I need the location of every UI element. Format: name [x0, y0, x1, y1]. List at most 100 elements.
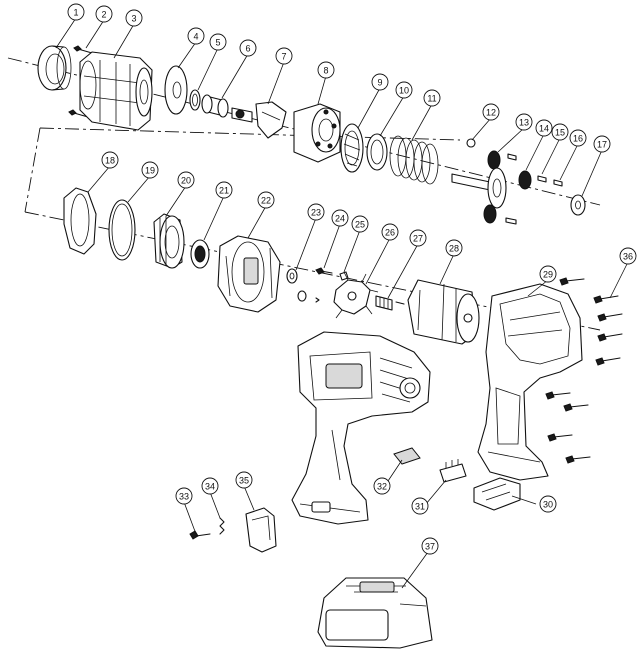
part-7-anvil [231, 101, 287, 139]
callout-number: 18 [105, 156, 115, 166]
callout-9: 9 [371, 73, 389, 91]
callout-circle [177, 171, 195, 189]
callout-number: 4 [193, 32, 198, 42]
callout-number: 25 [355, 220, 365, 230]
part-26-spider-gear [333, 271, 379, 319]
callout-34: 34 [201, 477, 219, 495]
callout-33: 33 [175, 487, 193, 505]
part-3-gear-housing [79, 51, 153, 131]
part-13-planet-gear [483, 150, 501, 224]
callout-number: 16 [573, 134, 583, 144]
callout-24: 24 [331, 209, 349, 227]
callout-16: 16 [569, 129, 587, 147]
part-10-washer [366, 133, 388, 171]
callout-27: 27 [409, 229, 427, 247]
callout-circle [67, 3, 85, 21]
callout-circle [317, 61, 335, 79]
callout-circle [539, 495, 557, 513]
part-6-bushing [201, 94, 229, 118]
callout-number: 5 [215, 38, 220, 48]
callout-7: 7 [275, 47, 293, 65]
callout-number: 11 [427, 94, 436, 104]
callout-2: 2 [95, 5, 113, 23]
part-1-front-cap [37, 45, 72, 91]
callout-circle [201, 477, 219, 495]
part-11-spring [389, 135, 439, 185]
part-19-retaining-ring [108, 199, 136, 261]
callout-19: 19 [141, 161, 159, 179]
callout-6: 6 [239, 39, 257, 57]
callout-22: 22 [257, 191, 275, 209]
callout-circle [175, 487, 193, 505]
callout-number: 37 [425, 542, 435, 552]
callout-number: 24 [335, 214, 345, 224]
part-32-switch-label [393, 447, 421, 465]
callout-circle [373, 477, 391, 495]
callout-circle [421, 537, 439, 555]
callout-36: 36 [619, 247, 637, 265]
callout-circle [411, 497, 429, 515]
callout-30: 30 [539, 495, 557, 513]
callout-circle [445, 239, 463, 257]
part-31-switch-contacts [439, 459, 467, 483]
callout-5: 5 [209, 33, 227, 51]
part-34-spring [219, 517, 225, 535]
callout-number: 32 [377, 482, 387, 492]
part-20-ring-gear [153, 213, 185, 269]
callout-number: 23 [311, 208, 321, 218]
part-29-housing-right [477, 283, 583, 481]
callout-circle [381, 223, 399, 241]
callout-circle [141, 161, 159, 179]
callout-number: 26 [385, 228, 395, 238]
callout-circle [95, 5, 113, 23]
callout-number: 33 [179, 492, 189, 502]
callout-12: 12 [482, 103, 500, 121]
callout-circle [535, 119, 553, 137]
part-27-pinion [375, 295, 393, 311]
part-25-nut [339, 271, 349, 281]
callout-circle [409, 229, 427, 247]
callout-number: 34 [205, 482, 215, 492]
callout-28: 28 [445, 239, 463, 257]
part-9-ball-bearing-ring [340, 123, 364, 173]
callout-number: 1 [73, 8, 78, 18]
callout-circle [482, 103, 500, 121]
callout-21: 21 [215, 181, 233, 199]
part-4-washer [164, 65, 188, 115]
callout-number: 28 [449, 244, 459, 254]
callout-number: 30 [543, 500, 553, 510]
callout-circle [351, 215, 369, 233]
callout-13: 13 [515, 113, 533, 131]
callout-26: 26 [381, 223, 399, 241]
callout-3: 3 [125, 9, 143, 27]
callout-number: 12 [486, 108, 496, 118]
callout-number: 17 [597, 140, 607, 150]
callout-10: 10 [395, 81, 413, 99]
callout-circle [569, 129, 587, 147]
part-22-motor-mount [217, 235, 281, 313]
callout-number: 2 [101, 10, 106, 20]
part-37-battery-pack [317, 577, 433, 649]
callout-number: 14 [539, 124, 549, 134]
callout-circle [619, 247, 637, 265]
callout-circle [215, 181, 233, 199]
callout-circle [515, 113, 533, 131]
callout-8: 8 [317, 61, 335, 79]
callout-circle [235, 471, 253, 489]
part-18-bracket [63, 187, 97, 255]
callout-number: 35 [239, 476, 249, 486]
callout-number: 15 [555, 128, 565, 138]
part-15-pin [505, 153, 547, 225]
part-35-belt-clip [245, 507, 277, 553]
callout-number: 27 [413, 234, 423, 244]
callout-circle [395, 81, 413, 99]
part-36-housing-screws [545, 277, 623, 464]
callout-circle [423, 89, 441, 107]
callout-31: 31 [411, 497, 429, 515]
part-30-switch-module [473, 477, 521, 511]
callout-number: 20 [181, 176, 191, 186]
callout-11: 11 [423, 89, 441, 107]
part-8-hammer [293, 103, 341, 163]
callout-circle [209, 33, 227, 51]
